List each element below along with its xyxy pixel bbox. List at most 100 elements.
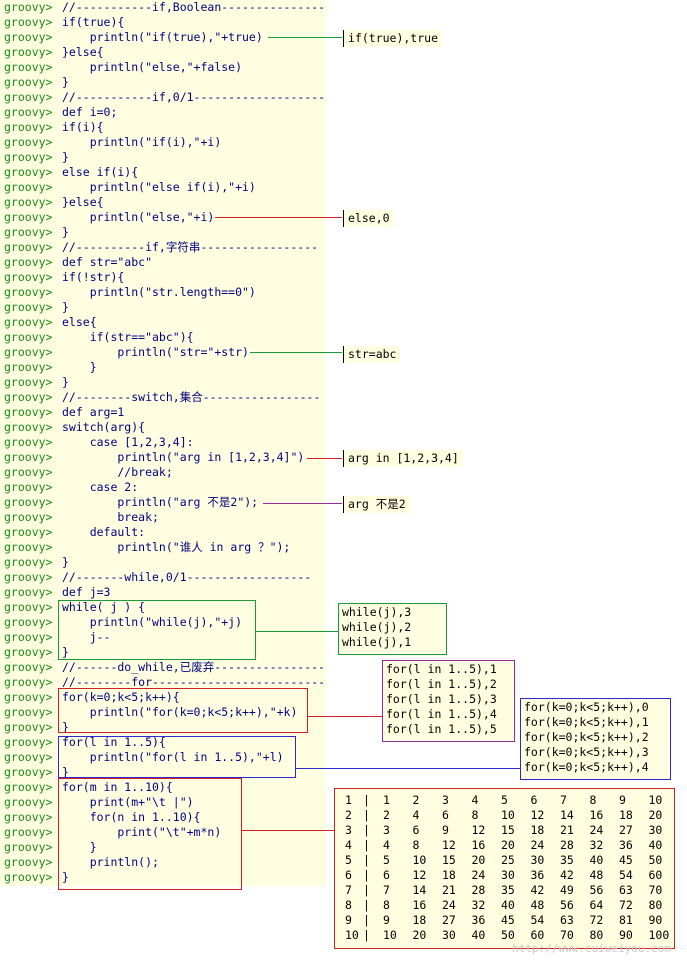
groovy-prompt: groovy> [4,345,53,359]
table-cell: 1 [383,793,390,807]
table-cell: 36 [530,868,545,882]
table-cell: 21 [442,883,456,897]
groovy-prompt: groovy> [4,75,53,89]
code-text: } [62,150,69,164]
groovy-prompt: groovy> [4,480,53,494]
groovy-prompt: groovy> [4,705,53,719]
table-cell: 4 [412,808,420,822]
groovy-prompt: groovy> [4,30,53,44]
table-cell: 10 [383,928,397,942]
code-text: } [62,375,69,389]
connector-line [215,217,342,218]
output-arg-in: arg in [1,2,3,4] [343,450,463,467]
groovy-prompt: groovy> [4,375,53,389]
for-k-code-box [58,688,308,733]
groovy-prompt: groovy> [4,120,53,134]
groovy-prompt: groovy> [4,210,53,224]
table-cell: 42 [560,868,574,882]
table-separator: | [363,808,370,822]
table-cell: 6 [530,793,538,807]
code-line: groovy>} [0,555,69,570]
groovy-prompt: groovy> [4,630,53,644]
code-text: for(l in 1..5){ [62,735,166,749]
table-cell: 30 [530,853,545,867]
groovy-prompt: groovy> [4,570,53,584]
groovy-prompt: groovy> [4,555,53,569]
groovy-prompt: groovy> [4,465,53,479]
output-line: for(l in 1..5),4 [386,707,497,721]
code-text: //-----------if,0/1------------------- [62,90,326,104]
table-cell: 45 [619,853,633,867]
table-cell: 20 [501,838,515,852]
code-text: println(); [62,855,159,869]
table-cell: 8 [383,898,390,912]
table-separator: | [363,883,370,897]
groovy-prompt: groovy> [4,645,53,659]
table-cell: 9 [383,913,390,927]
code-text: println("if(true),"+true) [62,30,263,44]
groovy-prompt: groovy> [4,870,53,884]
table-cell: 6 [412,823,420,837]
code-line: groovy> println("if(true),"+true) [0,30,263,45]
code-line: groovy> if(str=="abc"){ [0,330,194,345]
table-cell: 4 [471,793,479,807]
table-cell: 24 [589,823,604,837]
watermark: http://www.cuiweiyou.com [512,942,671,955]
table-cell: 35 [560,853,574,867]
table-cell: 5 [501,793,508,807]
code-text: println("while(j),"+j) [62,615,243,629]
table-cell: 6 [345,868,352,882]
output-line: for(k=0;k<5;k++),0 [524,700,649,714]
table-cell: 4 [345,838,352,852]
groovy-prompt: groovy> [4,270,53,284]
table-cell: 30 [501,868,515,882]
groovy-prompt: groovy> [4,540,53,554]
output-line: while(j),3 [342,605,412,619]
code-line: groovy> case [1,2,3,4]: [0,435,194,450]
table-cell: 3 [383,823,390,837]
table-cell: 18 [442,868,456,882]
table-cell: 24 [471,868,486,882]
groovy-prompt: groovy> [4,405,53,419]
groovy-prompt: groovy> [4,810,53,824]
table-cell: 63 [560,913,574,927]
table-cell: 72 [589,913,604,927]
code-text: def i=0; [62,105,118,119]
code-line: groovy> println("while(j),"+j) [0,615,242,630]
connector-line [307,458,342,459]
table-cell: 8 [471,808,479,822]
code-line: groovy>//-----------if,0/1--------------… [0,90,325,105]
table-cell: 40 [648,838,663,852]
table-cell: 2 [412,793,420,807]
code-line: groovy>} [0,150,69,165]
code-text: } [62,75,69,89]
code-text: //-----------if,Boolean--------------- [62,0,326,14]
code-line: groovy>else{ [0,315,97,330]
table-cell: 12 [471,823,486,837]
connector-line [256,631,338,632]
code-line: groovy> println("arg in [1,2,3,4]") [0,450,304,465]
groovy-prompt: groovy> [4,255,53,269]
table-cell: 16 [471,838,486,852]
table-cell: 60 [530,928,545,942]
output-line: for(l in 1..5),1 [386,662,497,676]
connector-line [308,716,382,717]
groovy-prompt: groovy> [4,45,53,59]
groovy-prompt: groovy> [4,825,53,839]
output-if-true: if(true),true [343,30,443,47]
groovy-prompt: groovy> [4,180,53,194]
code-line: groovy> println("else,"+i) [0,210,214,225]
table-cell: 9 [442,823,449,837]
code-line: groovy> println(); [0,855,159,870]
groovy-prompt: groovy> [4,855,53,869]
code-text: case 2: [62,480,139,494]
groovy-prompt: groovy> [4,435,53,449]
code-text: if(!str){ [62,270,125,284]
code-line: groovy>//----------if,字符串---------------… [0,240,318,255]
